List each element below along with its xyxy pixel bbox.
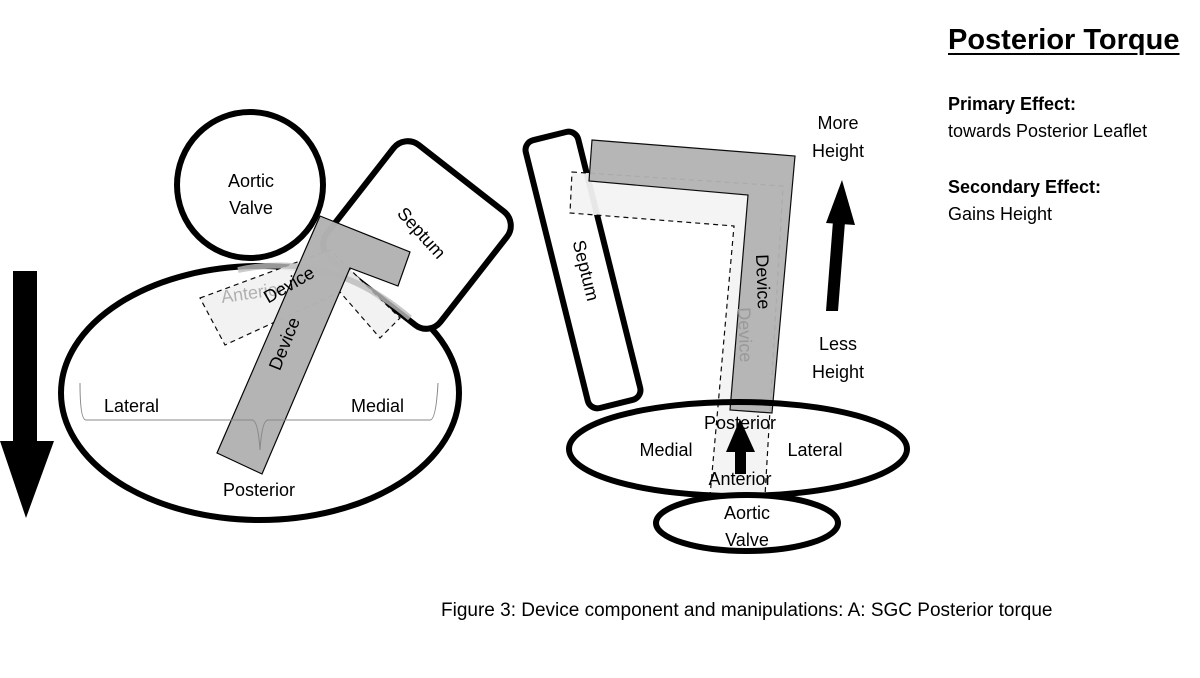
left-lateral-label: Lateral (104, 396, 159, 416)
left-aortic-valve-label-1: Aortic (228, 171, 274, 191)
right-aortic-valve-label-1: Aortic (724, 503, 770, 523)
left-medial-label: Medial (351, 396, 404, 416)
right-medial-label: Medial (639, 440, 692, 460)
right-posterior-label: Posterior (704, 413, 776, 433)
figure-caption: Figure 3: Device component and manipulat… (441, 600, 1053, 621)
right-device-main-label: Device (752, 254, 774, 310)
left-posterior-label: Posterior (223, 480, 295, 500)
small-up-arrow-icon (726, 419, 755, 474)
panel-title: Posterior Torque (948, 24, 1180, 56)
more-height-label-1: More (817, 113, 858, 133)
secondary-effect-label: Secondary Effect: (948, 177, 1102, 197)
up-arrow-icon (826, 180, 855, 311)
primary-effect-text: towards Posterior Leaflet (948, 121, 1148, 141)
less-height-label-2: Height (812, 362, 864, 382)
right-lateral-label: Lateral (787, 440, 842, 460)
less-height-label-1: Less (819, 334, 857, 354)
right-view: Septum Device Device More Height Less He… (522, 113, 910, 554)
left-main-device (216, 215, 411, 475)
right-main-device (588, 139, 796, 414)
down-arrow-icon (0, 271, 54, 518)
left-aortic-valve-label-2: Valve (229, 198, 273, 218)
left-aortic-valve-circle (174, 109, 326, 261)
right-anterior-label: Anterior (708, 469, 771, 489)
secondary-effect-text: Gains Height (948, 204, 1053, 224)
right-aortic-valve-label-2: Valve (725, 530, 769, 550)
right-aortic-valve-ellipse (653, 492, 841, 554)
left-brace (79, 382, 439, 451)
primary-effect-label: Primary Effect: (948, 94, 1077, 114)
right-device-ghost-label: Device (734, 307, 756, 363)
right-septum-box (522, 128, 644, 412)
left-view: Aortic Valve Septum Anterior Device Devi… (0, 109, 514, 523)
more-height-label-2: Height (812, 141, 864, 161)
